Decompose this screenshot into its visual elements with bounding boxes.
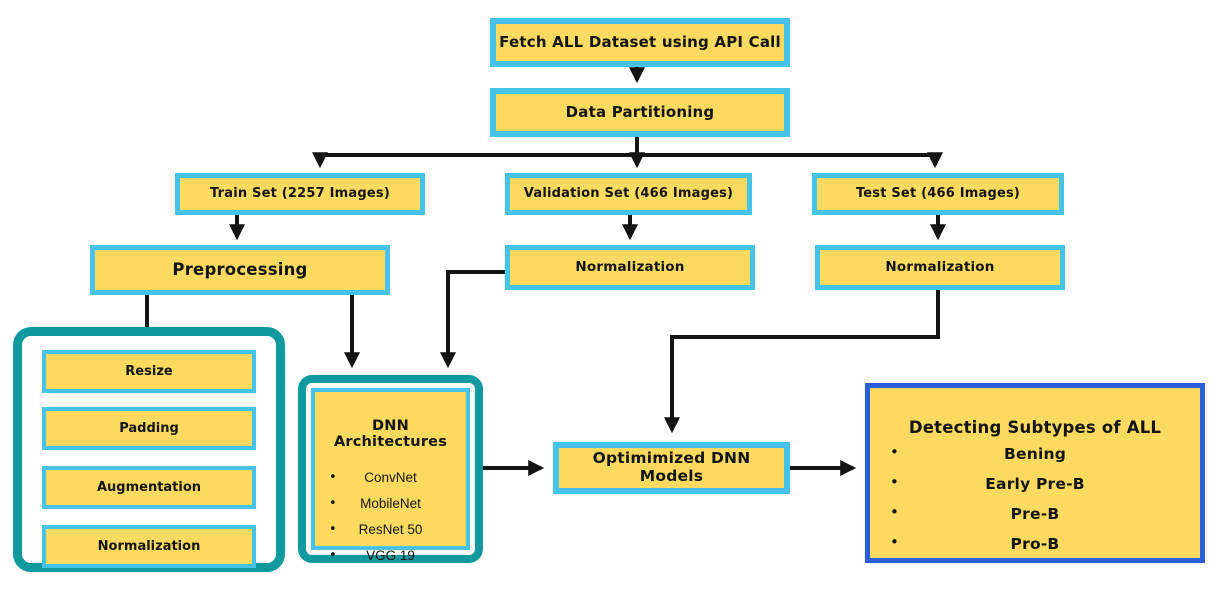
list-item: • Pre-B	[870, 503, 1200, 525]
normalization-step-box: Normalization	[42, 525, 256, 568]
train-set-box: Train Set (2257 Images)	[175, 173, 425, 215]
bullet-icon: •	[890, 443, 899, 461]
list-item: • MobileNet	[315, 494, 466, 513]
bullet-icon: •	[329, 548, 337, 563]
padding-box: Padding	[42, 407, 256, 450]
list-item: • ConvNet	[315, 468, 466, 487]
dnn-item-label: ResNet 50	[358, 522, 423, 537]
subtype-label: Pre-B	[1010, 505, 1060, 523]
bullet-icon: •	[890, 473, 899, 491]
detecting-subtypes-box: Detecting Subtypes of ALL • Bening • Ear…	[865, 383, 1205, 563]
list-item: • Early Pre-B	[870, 473, 1200, 495]
list-item: • ResNet 50	[315, 520, 466, 539]
preprocessing-steps-group: Resize Padding Augmentation Normalizatio…	[13, 327, 285, 572]
normalization-test-box: Normalization	[815, 245, 1065, 290]
subtype-label: Bening	[1003, 445, 1066, 463]
bullet-icon: •	[329, 470, 337, 485]
dnn-item-label: VGG 19	[366, 548, 415, 563]
bullet-icon: •	[890, 533, 899, 551]
list-item: • Bening	[870, 443, 1200, 465]
arrow-normalization-to-dnn	[440, 270, 505, 369]
fetch-dataset-box: Fetch ALL Dataset using API Call	[490, 18, 790, 67]
dnn-architectures-title: DNN Architectures	[333, 418, 448, 450]
list-item: • Pro-B	[870, 533, 1200, 555]
resize-box: Resize	[42, 350, 256, 393]
data-partitioning-box: Data Partitioning	[490, 88, 790, 137]
optimized-dnn-models-box: Optimimized DNN Models	[553, 442, 790, 494]
preprocessing-box: Preprocessing	[90, 245, 390, 295]
bullet-icon: •	[329, 496, 337, 511]
validation-set-box: Validation Set (466 Images)	[505, 173, 752, 215]
bullet-icon: •	[329, 522, 337, 537]
augmentation-box: Augmentation	[42, 466, 256, 509]
bullet-icon: •	[890, 503, 899, 521]
subtype-label: Pro-B	[1010, 535, 1060, 553]
dnn-item-label: MobileNet	[360, 496, 421, 511]
list-item: • VGG 19	[315, 546, 466, 565]
normalization-validation-box: Normalization	[505, 245, 755, 290]
dnn-architectures-list: • ConvNet • MobileNet • ResNet 50 • VGG …	[315, 468, 466, 565]
dnn-architectures-group: DNN Architectures • ConvNet • MobileNet …	[298, 375, 483, 563]
test-set-box: Test Set (466 Images)	[812, 173, 1064, 215]
subtype-list: • Bening • Early Pre-B • Pre-B • Pro-B	[870, 443, 1200, 555]
detecting-subtypes-title: Detecting Subtypes of ALL	[908, 418, 1162, 437]
dnn-architectures-box: DNN Architectures • ConvNet • MobileNet …	[311, 388, 470, 563]
subtype-label: Early Pre-B	[985, 475, 1085, 493]
dnn-item-label: ConvNet	[364, 470, 417, 485]
